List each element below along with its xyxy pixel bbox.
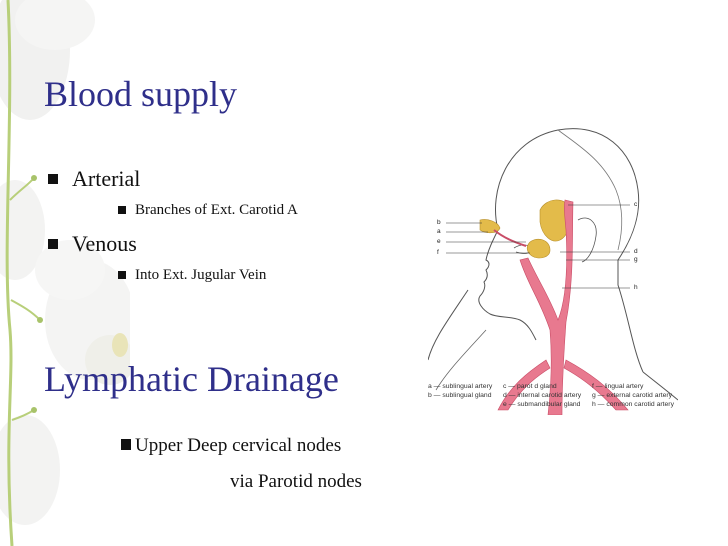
sub-bullet-label: Branches of Ext. Carotid A [135, 202, 298, 218]
label-a: a [437, 228, 441, 235]
label-f: f [437, 249, 439, 256]
legend-item: c — parot d gland [503, 383, 557, 390]
legend-item: a — sublingual artery [428, 383, 493, 390]
lymph-line-1: Upper Deep cervical nodes [121, 435, 342, 456]
legend-item: g — external carotid artery [592, 392, 673, 399]
legend-column-1: a — sublingual artery b — sublingual gla… [428, 382, 492, 400]
bullet-arterial: Arterial [48, 166, 141, 191]
legend-item: d — internal carotid artery [503, 392, 582, 399]
bullet-label: Arterial [72, 166, 141, 191]
label-g: g [634, 256, 638, 263]
label-e: e [437, 238, 441, 245]
label-h: h [634, 284, 638, 291]
legend-item: e — submandibular gland [503, 401, 581, 408]
legend-item: b — sublingual gland [428, 392, 492, 399]
label-b: b [437, 219, 441, 226]
orchid-decoration [0, 0, 130, 546]
label-c: c [634, 201, 638, 208]
head-neck-salivary-gland-diagram [428, 128, 678, 415]
lymph-line-2: via Parotid nodes [230, 471, 362, 492]
sub-bullet-label: Into Ext. Jugular Vein [135, 267, 267, 283]
legend-item: h — common carotid artery [592, 401, 674, 408]
lymph-line-text: Upper Deep cervical nodes [135, 435, 342, 456]
label-d: d [634, 248, 638, 255]
bullet-venous: Venous [48, 231, 137, 256]
bullet-square-icon [118, 271, 126, 279]
bullet-square-icon [48, 174, 58, 184]
sub-bullet-arterial: Branches of Ext. Carotid A [118, 202, 298, 218]
bullet-square-icon [118, 206, 126, 214]
bullet-square-icon [48, 239, 58, 249]
sub-bullet-venous: Into Ext. Jugular Vein [118, 267, 267, 283]
lymphatic-title: Lymphatic Drainage [44, 359, 339, 399]
slide-title: Blood supply [44, 74, 238, 114]
bullet-label: Venous [72, 231, 137, 256]
legend-column-3: f — lingual artery g — external carotid … [592, 382, 674, 409]
bullet-square-icon [121, 439, 131, 450]
legend-item: f — lingual artery [592, 383, 644, 390]
legend-column-2: c — parot d gland d — internal carotid a… [503, 382, 581, 409]
